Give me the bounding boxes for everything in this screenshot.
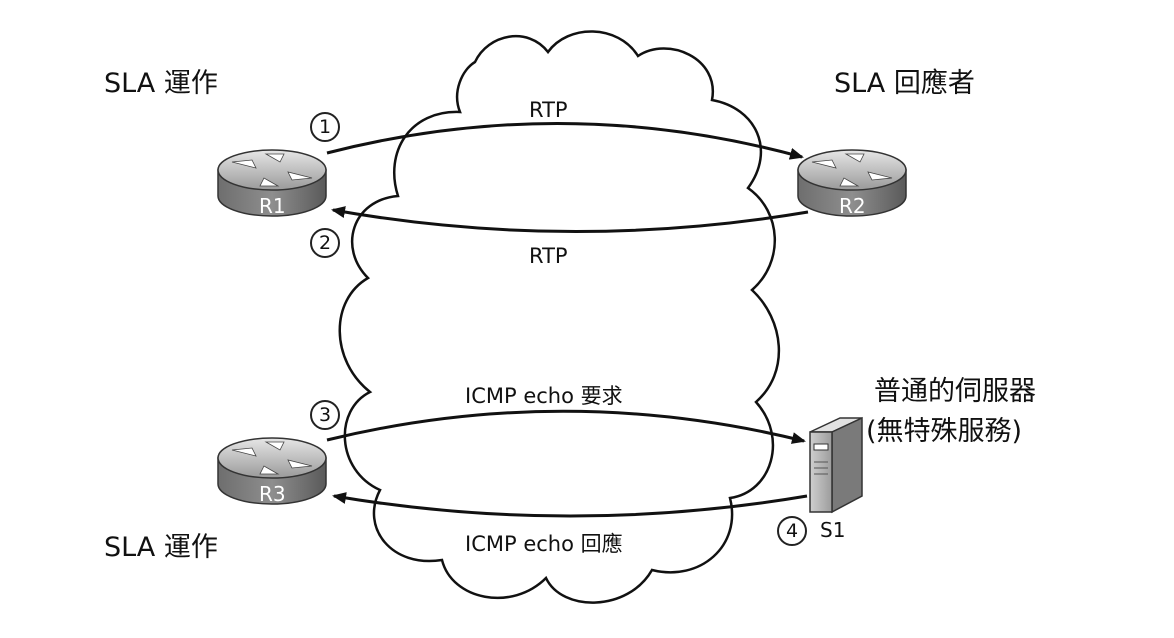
- sla-responder-label: SLA 回應者: [834, 68, 975, 99]
- router-r2-label: R2: [839, 194, 866, 218]
- icmp-request-arc: [326, 409, 806, 444]
- step-marker-1: 1: [310, 112, 340, 142]
- rtp-label-top: RTP: [529, 98, 568, 122]
- step-marker-2: 2: [310, 228, 340, 258]
- server-s1-label: S1: [820, 518, 846, 542]
- router-r3-label: R3: [259, 482, 286, 506]
- router-r3-icon: [217, 437, 327, 505]
- rtp-label-bottom: RTP: [529, 244, 568, 268]
- step-marker-4: 4: [777, 516, 807, 546]
- icmp-request-label: ICMP echo 要求: [465, 384, 623, 408]
- server-title-line1: 普通的伺服器: [874, 376, 1036, 407]
- server-title-line2: (無特殊服務): [866, 416, 1023, 447]
- network-cloud: [338, 30, 780, 604]
- rtp-request-arc: [326, 121, 804, 160]
- router-r1-icon: [217, 149, 327, 217]
- sla-operation-label-bottom: SLA 運作: [104, 532, 218, 563]
- icmp-reply-label: ICMP echo 回應: [465, 532, 623, 556]
- router-r2-icon: [797, 149, 907, 217]
- sla-operation-label-top: SLA 運作: [104, 68, 218, 99]
- rtp-reply-arc: [331, 206, 809, 233]
- server-s1-icon: [809, 416, 863, 514]
- router-r1-label: R1: [259, 194, 286, 218]
- icmp-reply-arc: [332, 492, 808, 518]
- step-marker-3: 3: [310, 400, 340, 430]
